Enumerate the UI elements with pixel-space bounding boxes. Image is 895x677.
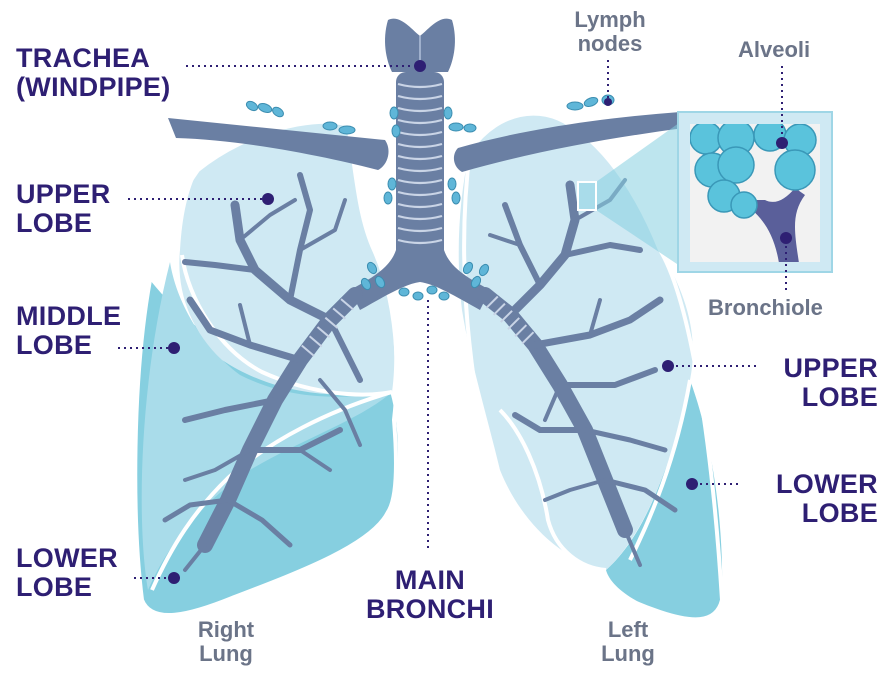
right-lower-lobe-line2: LOBE bbox=[16, 573, 118, 602]
alveoli-marker bbox=[776, 137, 788, 149]
left-upper-lobe-label: UPPER LOBE bbox=[760, 354, 878, 412]
left-upper-lobe-line1: UPPER bbox=[760, 354, 878, 383]
trachea-marker bbox=[414, 60, 426, 72]
left-lung-line2: Lung bbox=[578, 642, 678, 666]
right-middle-lobe-line2: LOBE bbox=[16, 331, 121, 360]
left-lower-lobe-line2: LOBE bbox=[750, 499, 878, 528]
left-lower-lobe-marker bbox=[686, 478, 698, 490]
bronchiole-marker bbox=[780, 232, 792, 244]
lymph-marker bbox=[604, 98, 612, 106]
trachea-label-line2: (WINDPIPE) bbox=[16, 73, 171, 102]
right-middle-lobe-line1: MIDDLE bbox=[16, 302, 121, 331]
right-upper-lobe-marker bbox=[262, 193, 274, 205]
lymph-nodes-label-line2: nodes bbox=[560, 32, 660, 56]
right-upper-lobe-line2: LOBE bbox=[16, 209, 111, 238]
right-middle-lobe-marker bbox=[168, 342, 180, 354]
alveoli-label-text: Alveoli bbox=[738, 38, 810, 62]
left-lower-lobe-line1: LOWER bbox=[750, 470, 878, 499]
lymph-nodes-label-line1: Lymph bbox=[560, 8, 660, 32]
left-lung-label: Left Lung bbox=[578, 618, 678, 666]
right-lower-lobe-label: LOWER LOBE bbox=[16, 544, 118, 602]
left-lung-line1: Left bbox=[578, 618, 678, 642]
left-lower-lobe-label: LOWER LOBE bbox=[750, 470, 878, 528]
right-upper-lobe-line1: UPPER bbox=[16, 180, 111, 209]
trachea-label-line1: TRACHEA bbox=[16, 44, 171, 73]
left-upper-lobe-marker bbox=[662, 360, 674, 372]
right-lung-line1: Right bbox=[176, 618, 276, 642]
right-lower-lobe-marker bbox=[168, 572, 180, 584]
bronchiole-label-text: Bronchiole bbox=[708, 296, 823, 320]
lymph-nodes-label: Lymph nodes bbox=[560, 8, 660, 56]
right-upper-lobe-label: UPPER LOBE bbox=[16, 180, 111, 238]
trachea-label: TRACHEA (WINDPIPE) bbox=[16, 44, 171, 102]
alveoli-label: Alveoli bbox=[738, 38, 810, 62]
zoom-source-box bbox=[578, 182, 596, 210]
main-bronchi-line1: MAIN bbox=[340, 566, 520, 595]
main-bronchi-label: MAIN BRONCHI bbox=[340, 566, 520, 624]
main-bronchi-line2: BRONCHI bbox=[340, 595, 520, 624]
right-middle-lobe-label: MIDDLE LOBE bbox=[16, 302, 121, 360]
right-lung-label: Right Lung bbox=[176, 618, 276, 666]
right-lower-lobe-line1: LOWER bbox=[16, 544, 118, 573]
left-upper-lobe-line2: LOBE bbox=[760, 383, 878, 412]
bronchiole-label: Bronchiole bbox=[708, 296, 823, 320]
right-lung-line2: Lung bbox=[176, 642, 276, 666]
